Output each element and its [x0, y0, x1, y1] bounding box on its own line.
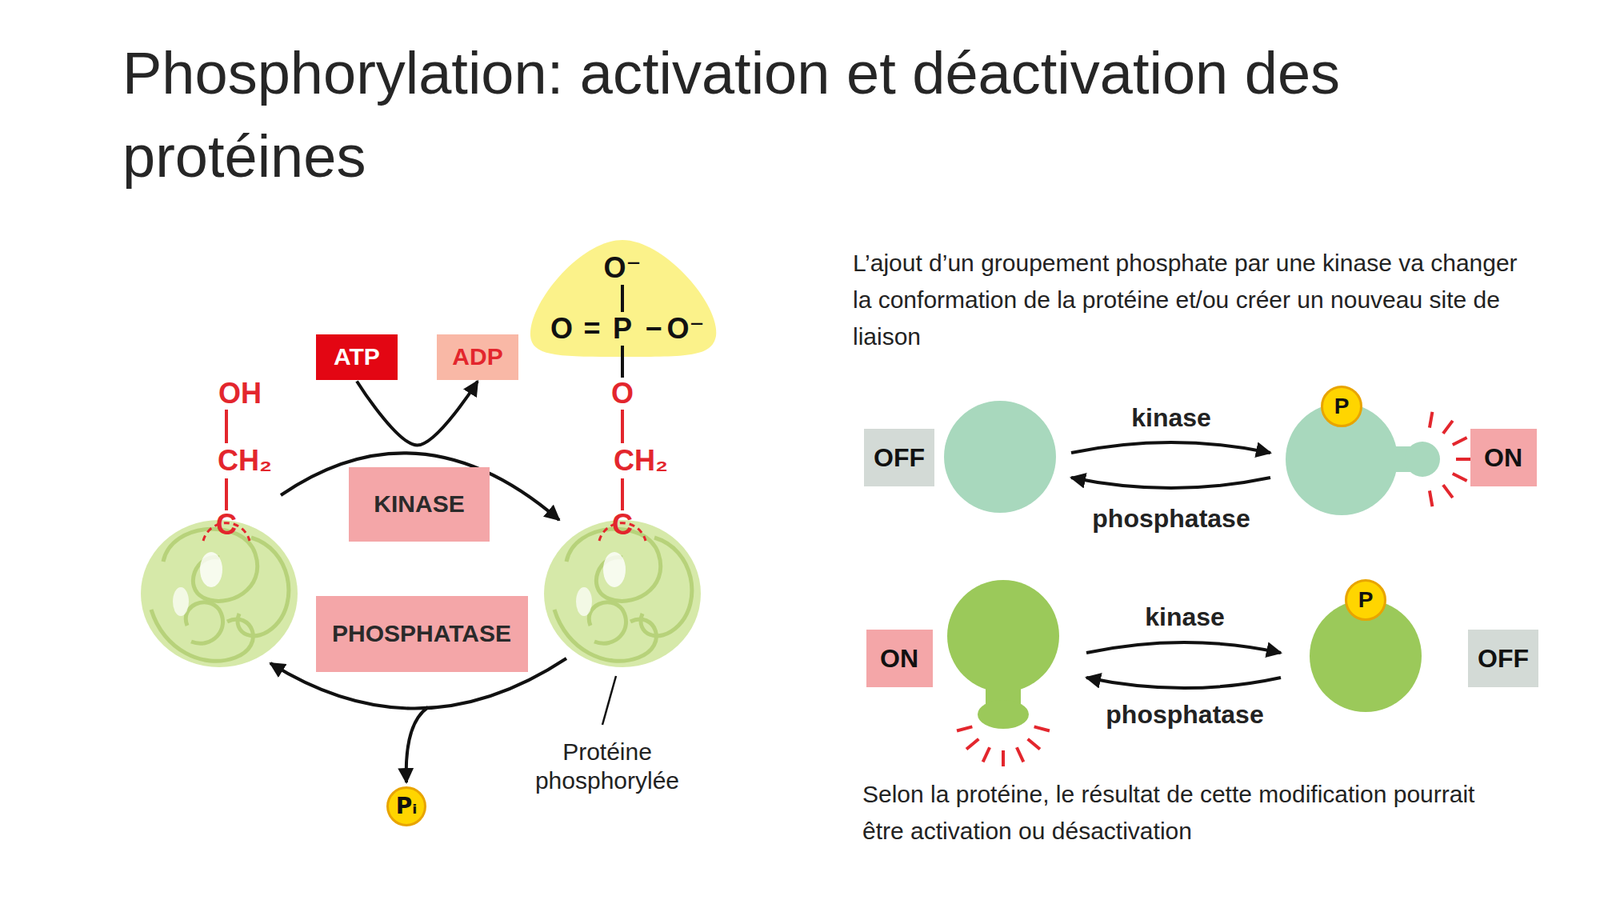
arrow-label: phosphatase [1105, 700, 1264, 730]
active-protein [1285, 403, 1440, 516]
slide-title: Phosphorylation: activation et déactivat… [122, 32, 1499, 199]
active-protein [947, 580, 1060, 729]
atp-box: ATP [316, 334, 398, 380]
state-box: ON [1470, 428, 1537, 487]
adp-box: ADP [436, 334, 519, 380]
activity-tick [966, 739, 979, 750]
phosphate-circle: P [1344, 579, 1387, 621]
atom-label: CH₂ [613, 446, 668, 476]
kinase-arrow [1071, 442, 1271, 453]
node-text: P [1334, 393, 1350, 420]
activity-tick [1429, 412, 1432, 428]
note-text: Selon la protéine, le résultat de cette … [862, 776, 1519, 850]
atom-label: O [550, 314, 573, 344]
inactive-protein [944, 400, 1056, 513]
activity-tick [1452, 437, 1468, 445]
atom-label: O⁻ [666, 314, 704, 344]
node-text: ON [1484, 443, 1523, 473]
node-text: ADP [452, 343, 503, 371]
activity-ticks [956, 412, 1472, 767]
atom-label: O [611, 379, 634, 408]
arrow-label: kinase [1144, 602, 1225, 632]
arrow-label: phosphatase [1092, 504, 1250, 534]
node-text: PHOSPHATASE [332, 620, 512, 648]
note-text: L’ajout d’un groupement phosphate par un… [852, 244, 1525, 356]
atom-label: P [612, 314, 632, 344]
kinase-box: KINASE [348, 467, 490, 542]
callout-label: Protéine phosphorylée [519, 737, 696, 796]
activity-tick [1443, 484, 1453, 498]
activity-tick [1429, 490, 1432, 507]
bond-label: − [644, 314, 662, 344]
activity-tick [956, 726, 972, 731]
phosphate-release-arrow [406, 707, 428, 783]
leader-line [602, 676, 616, 725]
node-text: Pᵢ [396, 792, 418, 820]
atom-label: CH₂ [217, 446, 272, 476]
connector-arrow [356, 381, 478, 446]
node-text: OFF [873, 443, 925, 473]
phosphate-circle: P [1320, 385, 1363, 428]
node-text: ON [880, 644, 919, 674]
activity-tick [983, 747, 990, 762]
activity-tick [1034, 726, 1050, 731]
activity-tick [1028, 739, 1040, 750]
atom-label: O⁻ [603, 253, 641, 283]
atom-label: C [612, 510, 633, 540]
node-text: KINASE [373, 490, 464, 518]
state-box: OFF [864, 428, 935, 487]
state-box: OFF [1468, 629, 1539, 688]
atom-label: OH [218, 379, 262, 408]
kinase-arrow [1086, 642, 1281, 653]
state-box: ON [866, 629, 933, 688]
arrow-label: kinase [1131, 403, 1212, 433]
phosphatase-arrow [1071, 477, 1271, 488]
phosphate-circle: Pᵢ [386, 786, 428, 828]
activity-tick [1001, 750, 1005, 767]
node-text: OFF [1477, 644, 1529, 674]
phosphatase-box: PHOSPHATASE [316, 596, 528, 672]
activity-tick [1443, 420, 1453, 434]
bond-label: = [583, 314, 600, 344]
phosphate-blob [530, 240, 716, 357]
phosphatase-arrow [1086, 677, 1281, 688]
atom-label: C [216, 510, 237, 540]
node-text: ATP [333, 343, 380, 371]
activity-tick [1016, 747, 1024, 762]
protein [140, 520, 298, 668]
activity-tick [1452, 473, 1468, 481]
phosphorylated-protein [544, 520, 701, 668]
node-text: P [1358, 587, 1374, 613]
